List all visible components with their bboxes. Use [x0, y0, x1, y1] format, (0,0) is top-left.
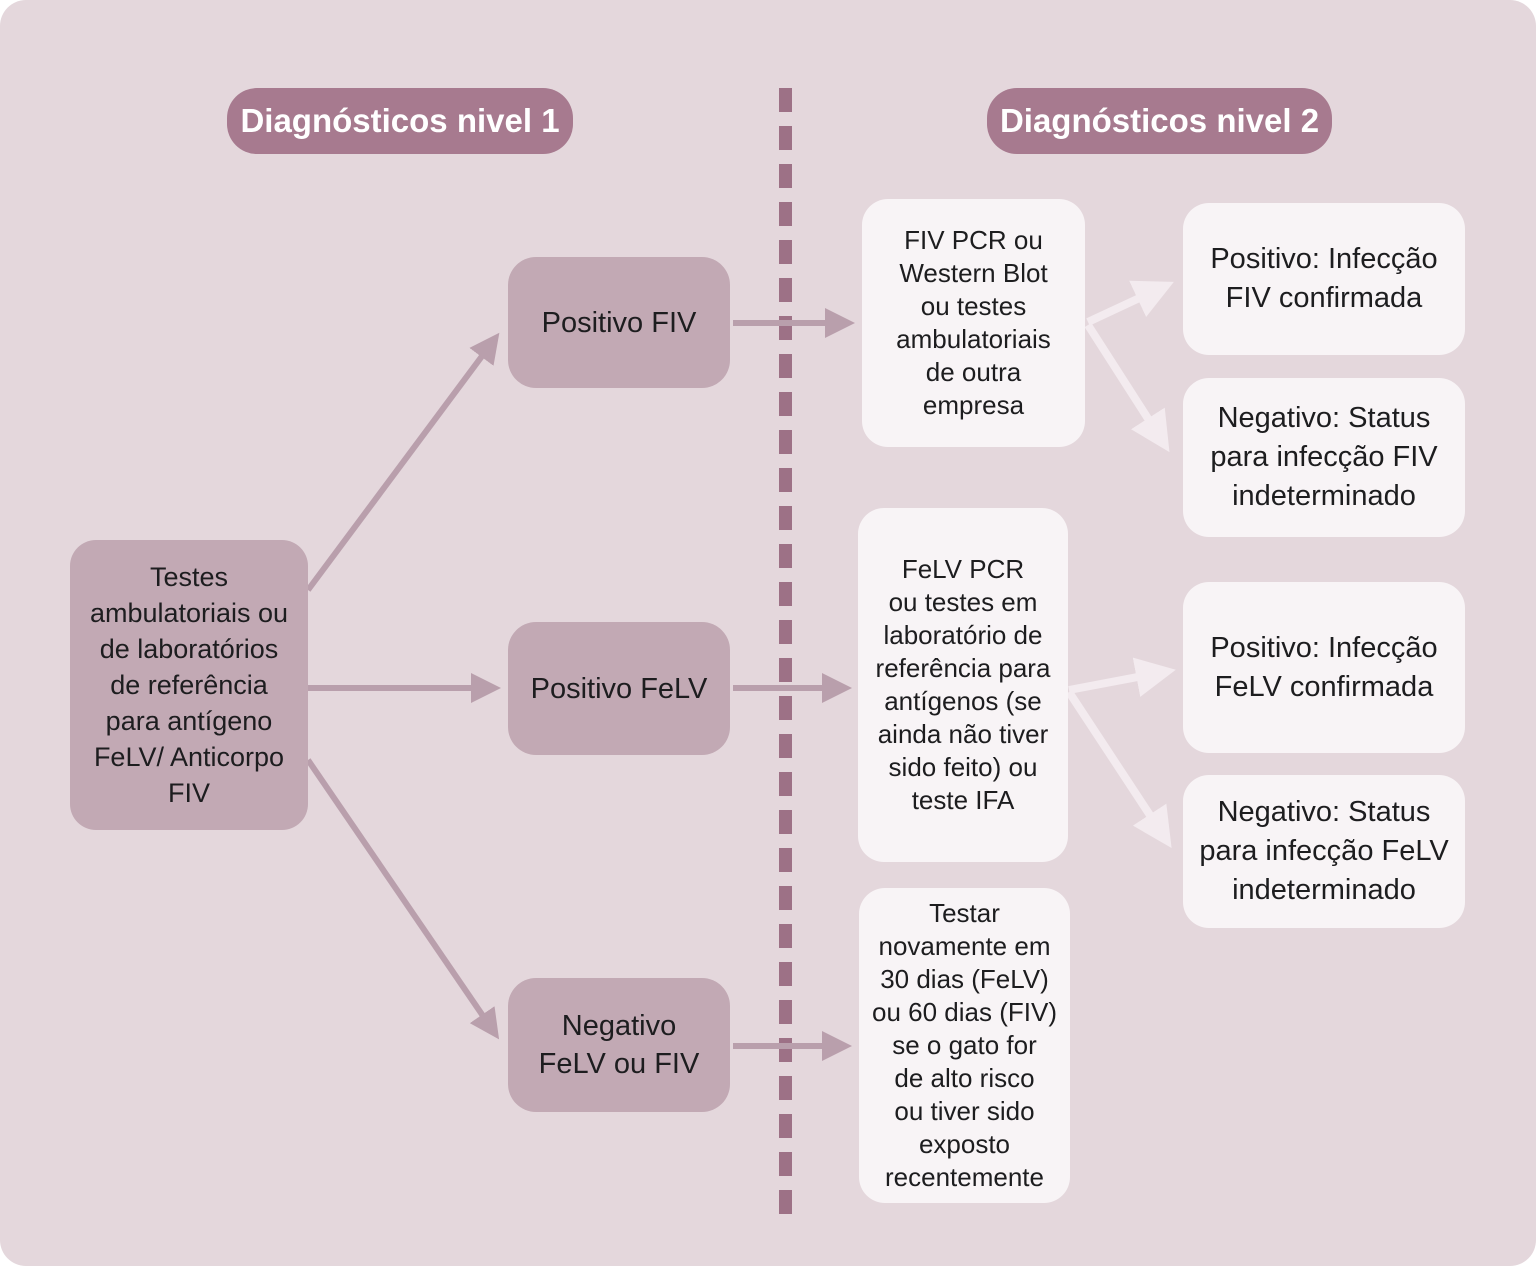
arrow-fiv-followup-to-positivo-outcome: [1086, 280, 1174, 326]
arrow-root-to-positivo-fiv: [305, 332, 500, 592]
badge-diagnosticos-nivel-1: Diagnósticos nivel 1: [227, 88, 573, 154]
arrow-felv-followup-to-negativo-outcome: [1065, 689, 1172, 849]
node-retest-instructions: Testar novamente em 30 dias (FeLV) ou 60…: [859, 888, 1070, 1203]
arrow-fiv-followup-to-negativo-outcome: [1084, 322, 1170, 453]
node-negativo-felv-ou-fiv: Negativo FeLV ou FIV: [508, 978, 730, 1112]
node-positivo-felv: Positivo FeLV: [508, 622, 730, 755]
node-outcome-felv-positivo: Positivo: Infecção FeLV confirmada: [1183, 582, 1465, 753]
badge-diagnosticos-nivel-2: Diagnósticos nivel 2: [987, 88, 1332, 154]
node-root-testes: Testes ambulatoriais ou de laboratórios …: [70, 540, 308, 830]
arrow-root-to-negativo: [305, 758, 500, 1040]
node-felv-followup-tests: FeLV PCR ou testes em laboratório de ref…: [858, 508, 1068, 862]
node-positivo-fiv: Positivo FIV: [508, 257, 730, 388]
node-outcome-fiv-negativo: Negativo: Status para infecção FIV indet…: [1183, 378, 1465, 537]
node-outcome-felv-negativo: Negativo: Status para infecção FeLV inde…: [1183, 775, 1465, 928]
arrow-felv-followup-to-positivo-outcome: [1068, 657, 1176, 697]
node-fiv-followup-tests: FIV PCR ou Western Blot ou testes ambula…: [862, 199, 1085, 447]
node-outcome-fiv-positivo: Positivo: Infecção FIV confirmada: [1183, 203, 1465, 355]
